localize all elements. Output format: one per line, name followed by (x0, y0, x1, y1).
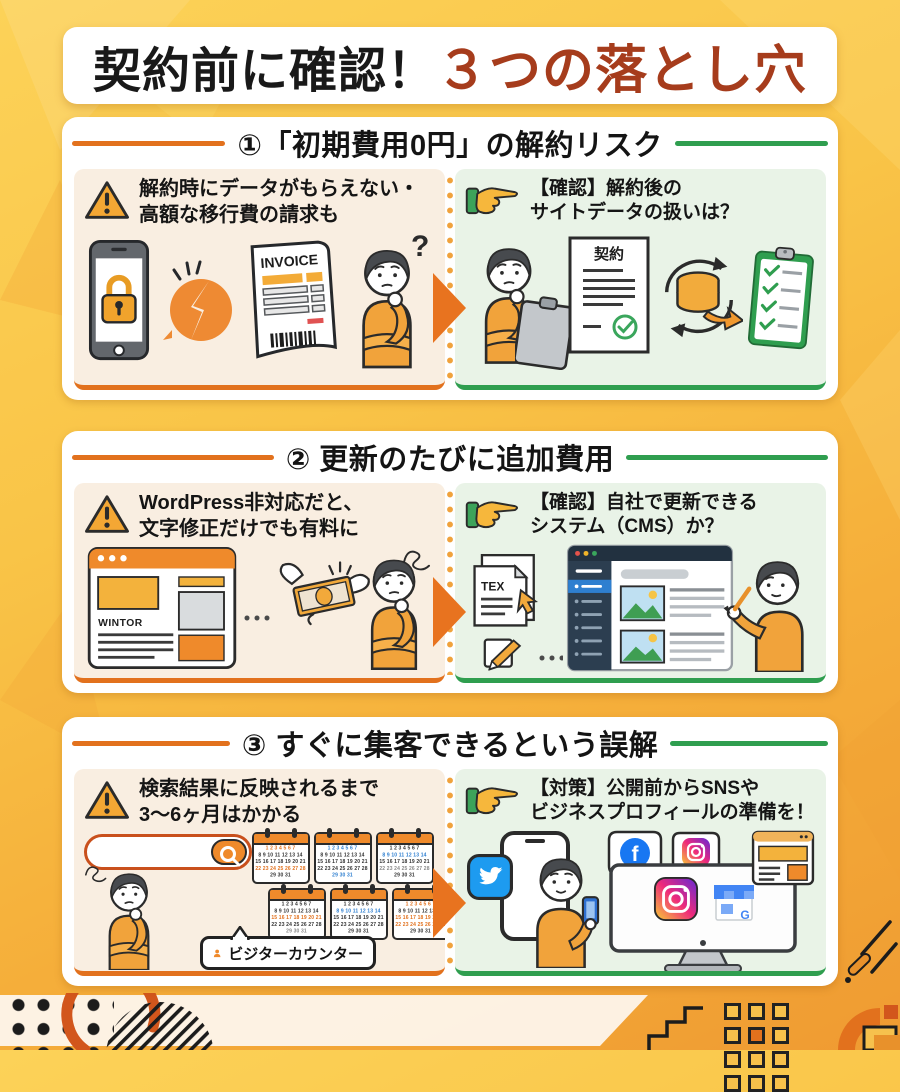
cancel-risk-illustration: INVOICE ? (84, 230, 435, 376)
warning-icon (85, 495, 129, 533)
magnifier-icon (220, 846, 241, 867)
check-text-line2: システム（CMS）か？ (530, 516, 724, 538)
check-text-line2: ビジネスプロフィールの準備を！ (530, 802, 815, 824)
confusion-scribble (403, 550, 430, 571)
section3-title-row: ③ すぐに集客できるという誤解 (62, 717, 838, 769)
title-line-green (626, 454, 828, 460)
search-bar (84, 834, 252, 871)
clipboard-icon (515, 296, 573, 370)
flying-money-icon (279, 561, 370, 626)
check-text-line1: 【確認】自社で更新できる (530, 492, 758, 513)
section1-warning-panel: 解約時にデータがもらえない・ 高額な移行費の請求も (74, 169, 445, 390)
person-holding-phone (536, 857, 600, 968)
google-business-icon: G (714, 884, 754, 922)
warning-text-line2: 高額な移行費の請求も (139, 203, 339, 226)
section3-check-panel: 【対策】公開前からSNSや ビジネスプロフィールの準備を！ f (455, 769, 826, 976)
pointing-hand-icon (465, 187, 518, 215)
right-arrow-icon (433, 577, 466, 647)
visitor-counter-bubble: ビジターカウンター (200, 926, 376, 971)
warning-icon (85, 181, 129, 219)
data-transfer-icon (664, 256, 743, 337)
title-line-orange (72, 740, 230, 746)
invoice-icon: INVOICE (250, 240, 337, 359)
data-handling-illustration: 契約 (465, 230, 816, 374)
title-line-green (674, 140, 828, 146)
bubble-tail (229, 926, 251, 941)
decor-streaks (845, 920, 898, 983)
broken-bubble-icon (163, 260, 232, 342)
decor-stairs (647, 1006, 703, 1050)
cms-illustration: TEX (465, 544, 816, 667)
section-seo-misconception: ③ すぐに集客できるという誤解 検索結果に反映されるまで 3〜6ヶ月はかかる (62, 717, 838, 986)
person-writing (717, 548, 815, 672)
warning-text-line2: 文字修正だけでも有料に (139, 517, 359, 540)
facebook-letter: f (632, 843, 640, 866)
instagram-icon (653, 876, 699, 921)
decor-arc (61, 993, 161, 1050)
visitor-counter-label: ビジターカウンター (228, 945, 363, 963)
paid-update-illustration: WINTOR (84, 546, 435, 671)
warning-icon (85, 781, 129, 819)
warning-text-line1: 検索結果に反映されるまで (139, 778, 379, 800)
question-mark: ? (411, 230, 430, 264)
tex-label: TEX (481, 579, 504, 593)
pointing-hand-icon (465, 501, 518, 529)
waiting-person (108, 873, 150, 971)
pointing-hand-icon (465, 787, 518, 815)
twitter-icon (467, 853, 513, 900)
section1-title: ①「初期費用0円」の解約リスク (237, 130, 663, 162)
decor-fan (838, 1005, 900, 1050)
right-arrow-icon (433, 868, 466, 938)
page-title-black: 契約前に確認！ (92, 44, 436, 98)
section1-check-panel: 【確認】解約後の サイトデータの扱いは？ 契約 (455, 169, 826, 390)
invoice-label: INVOICE (260, 251, 319, 271)
cms-admin-window (566, 544, 734, 671)
checklist-icon (747, 246, 814, 349)
title-line-orange (72, 140, 226, 146)
visitor-icon (213, 949, 221, 958)
website-card-icon (751, 830, 815, 885)
edit-checkbox-icon (483, 638, 522, 671)
check-text-line1: 【確認】解約後の (530, 178, 683, 199)
sns-preparation-illustration: f (465, 830, 816, 971)
check-text-line1: 【対策】公開前からSNSや (530, 778, 760, 799)
section-initial-cost-risk: ①「初期費用0円」の解約リスク 解約時にデータがもらえない・ 高額な移行費の請求… (62, 117, 838, 400)
right-arrow-icon (433, 273, 466, 343)
check-text-line2: サイトデータの扱いは？ (530, 202, 740, 224)
google-letter: G (740, 908, 749, 922)
section3-warning-panel: 検索結果に反映されるまで 3〜6ヶ月はかかる 1 2 3 (74, 769, 445, 976)
search-button (211, 839, 247, 867)
locked-phone-icon (88, 240, 150, 361)
dots-trail (537, 653, 563, 662)
section2-check-panel: 【確認】自社で更新できる システム（CMS）か？ TEX (455, 483, 826, 683)
section3-title: ③ すぐに集客できるという誤解 (241, 730, 659, 762)
section2-title-row: ② 更新のたびに追加費用 (62, 431, 838, 483)
site-logo-label: WINTOR (98, 618, 143, 629)
decor-dots-grid (6, 993, 114, 1050)
section2-title: ② 更新のたびに追加費用 (285, 444, 615, 476)
contract-label: 契約 (593, 245, 624, 263)
warning-text-line2: 3〜6ヶ月はかかる (139, 803, 302, 826)
title-line-orange (72, 454, 274, 460)
page-title-accent: ３つの落とし穴 (436, 42, 808, 100)
title-line-green (670, 740, 829, 746)
page-title-banner: 契約前に確認！ ３つの落とし穴 (63, 27, 837, 104)
contract-document-icon: 契約 (568, 236, 650, 354)
section1-title-row: ①「初期費用0円」の解約リスク (62, 117, 838, 169)
decor-hatched-circle (106, 1002, 214, 1050)
section-update-fees: ② 更新のたびに追加費用 WordPress非対応だと、 文字修正だけでも有料に (62, 431, 838, 693)
decor-squares-grid (724, 1003, 789, 1092)
section2-warning-panel: WordPress非対応だと、 文字修正だけでも有料に WINTOR (74, 483, 445, 683)
website-window-icon: WINTOR (87, 547, 237, 670)
warning-text-line1: 解約時にデータがもらえない・ (139, 178, 419, 200)
warning-text-line1: WordPress非対応だと、 (139, 492, 364, 514)
dots-trail (242, 614, 274, 623)
text-document-icon: TEX (473, 553, 538, 627)
